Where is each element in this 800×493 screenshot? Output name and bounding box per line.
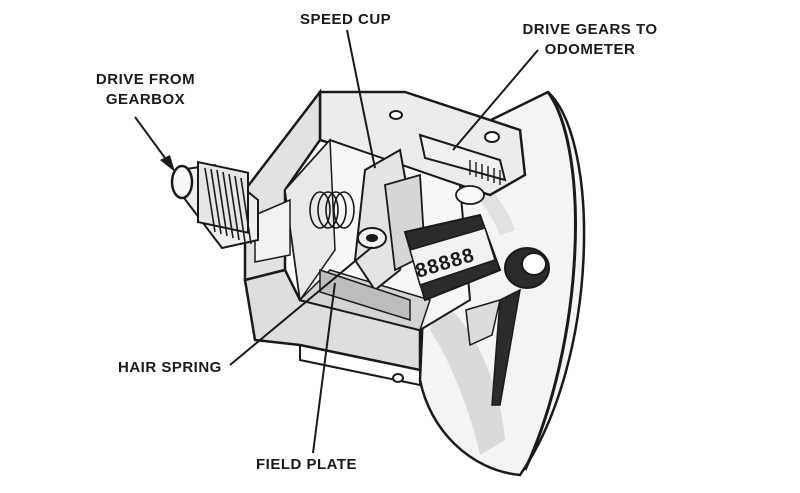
drive-input-shaft	[170, 160, 259, 250]
hair-spring	[309, 191, 355, 229]
drive-from-label-line1: DRIVE FROM	[95, 71, 196, 88]
field-plate-label: FIELD PLATE	[256, 456, 358, 473]
gearbox-arrow	[134, 116, 175, 172]
drive-gears-label-line2: ODOMETER	[544, 41, 636, 58]
drive-gears	[418, 133, 507, 205]
speed-cup-label: SPEED CUP	[300, 11, 392, 28]
drive-gears-label-line1: DRIVE GEARS TO	[522, 21, 658, 38]
drive-from-gearbox-label: DRIVE FROM GEARBOX	[78, 70, 213, 110]
field-plate	[319, 268, 411, 322]
odometer-drum: 88888	[403, 213, 502, 302]
drive-gears-label: DRIVE GEARS TO ODOMETER	[500, 20, 680, 60]
drive-from-label-line2: GEARBOX	[105, 91, 186, 108]
needle-hub	[465, 247, 550, 406]
needle-pointer	[491, 288, 521, 406]
hair-spring-label: HAIR SPRING	[118, 359, 222, 376]
leader-lines	[229, 29, 539, 454]
